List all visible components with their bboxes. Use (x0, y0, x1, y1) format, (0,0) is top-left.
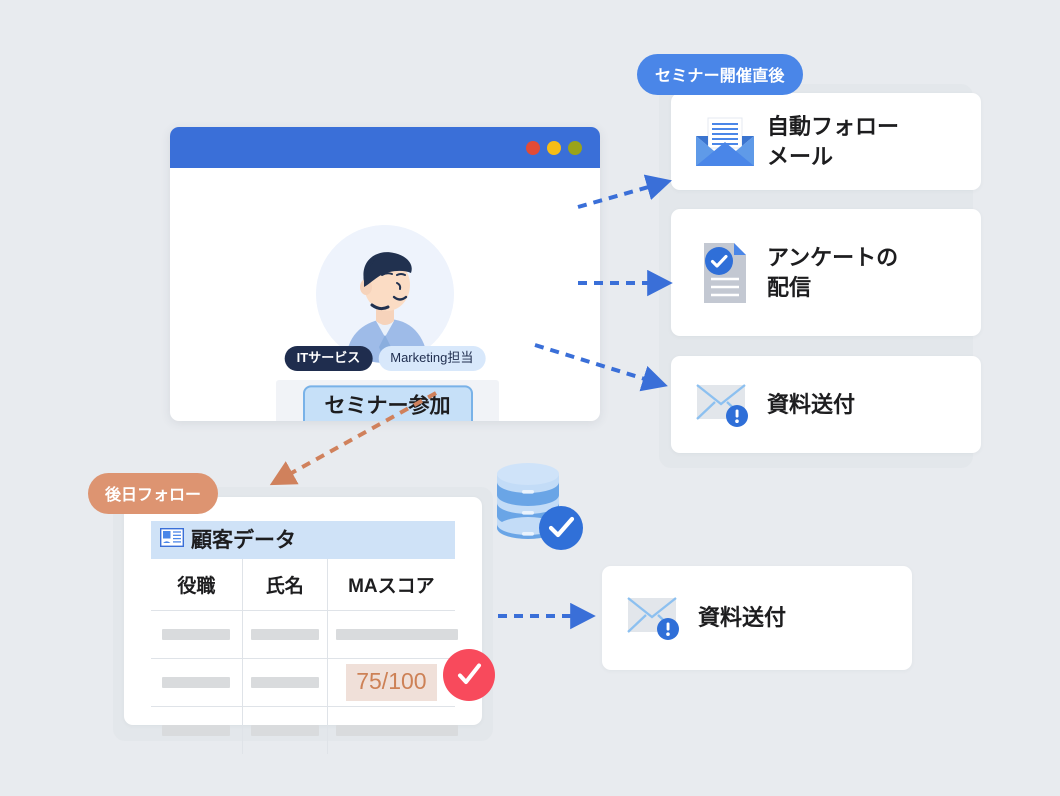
cell-ma-score (327, 610, 458, 659)
card-auto-follow-mail-label: 自動フォロー メール (767, 114, 900, 169)
card-survey-delivery-label: アンケートの 配信 (767, 245, 899, 300)
seminar-participation-button[interactable]: セミナー参加 (302, 384, 473, 421)
customer-data-title: 顧客データ (191, 528, 296, 552)
card-document-send-followup[interactable]: 資料送付 (602, 566, 912, 670)
minimize-dot[interactable] (547, 140, 561, 155)
column-header-ma-score: MAスコア (327, 559, 455, 611)
placeholder-bar (162, 724, 231, 736)
card-auto-follow-mail[interactable]: 自動フォロー メール (671, 93, 981, 190)
person-illustration-avatar (316, 225, 454, 363)
browser-window: ITサービス Marketing担当 セミナー参加 (170, 127, 600, 421)
document-check-icon (691, 241, 759, 305)
cell-name (242, 706, 328, 754)
table-row[interactable] (151, 706, 458, 755)
placeholder-bar (335, 628, 458, 640)
table-row[interactable]: 75/100 (151, 658, 455, 707)
maximize-dot[interactable] (568, 140, 582, 155)
card-document-send-followup-label: 資料送付 (698, 605, 787, 631)
open-envelope-letter-icon (691, 116, 759, 168)
envelope-alert-icon (691, 381, 759, 429)
browser-content: ITサービス Marketing担当 セミナー参加 (170, 168, 600, 421)
id-card-icon (159, 527, 185, 552)
column-header-position: 役職 (151, 559, 243, 611)
ma-score-value: 75/100 (346, 664, 437, 701)
customer-data-title-bar: 顧客データ (151, 521, 455, 559)
placeholder-bar (162, 676, 231, 688)
placeholder-bar (335, 724, 458, 736)
placeholder-bar (250, 724, 319, 736)
column-header-name: 氏名 (242, 559, 328, 611)
placeholder-bar (162, 628, 231, 640)
placeholder-bar (250, 628, 319, 640)
badge-seminar-immediately-after: セミナー開催直後 (637, 54, 803, 95)
card-survey-delivery[interactable]: アンケートの 配信 (671, 209, 981, 336)
browser-titlebar (170, 127, 600, 168)
placeholder-bar (250, 676, 319, 688)
database-check-icon (491, 462, 589, 554)
customer-data-table: 役職 氏名 MAスコア 75/100 (151, 559, 458, 755)
cell-name (242, 610, 328, 659)
badge-later-followup: 後日フォロー (88, 473, 219, 514)
table-header-row: 役職 氏名 MAスコア (151, 559, 455, 611)
card-document-send[interactable]: 資料送付 (671, 356, 981, 453)
cell-name (242, 658, 328, 707)
table-row[interactable] (151, 610, 458, 659)
tag-marketing-role[interactable]: Marketing担当 (378, 346, 486, 371)
cell-position (151, 706, 243, 754)
red-check-circle-icon (443, 649, 495, 701)
envelope-alert-icon (622, 594, 690, 642)
cell-ma-score-highlight: 75/100 (327, 658, 455, 707)
tag-it-service[interactable]: ITサービス (284, 346, 373, 371)
window-control-dots[interactable] (526, 140, 582, 155)
profile-tags: ITサービス Marketing担当 (284, 346, 486, 371)
cta-strip: セミナー参加 (276, 380, 499, 421)
cell-position (151, 658, 243, 707)
customer-data-card: 顧客データ 役職 氏名 MAスコア (124, 497, 482, 754)
close-dot[interactable] (526, 140, 540, 155)
cell-ma-score (327, 707, 458, 755)
cell-position (151, 610, 243, 659)
card-document-send-label: 資料送付 (767, 391, 856, 417)
